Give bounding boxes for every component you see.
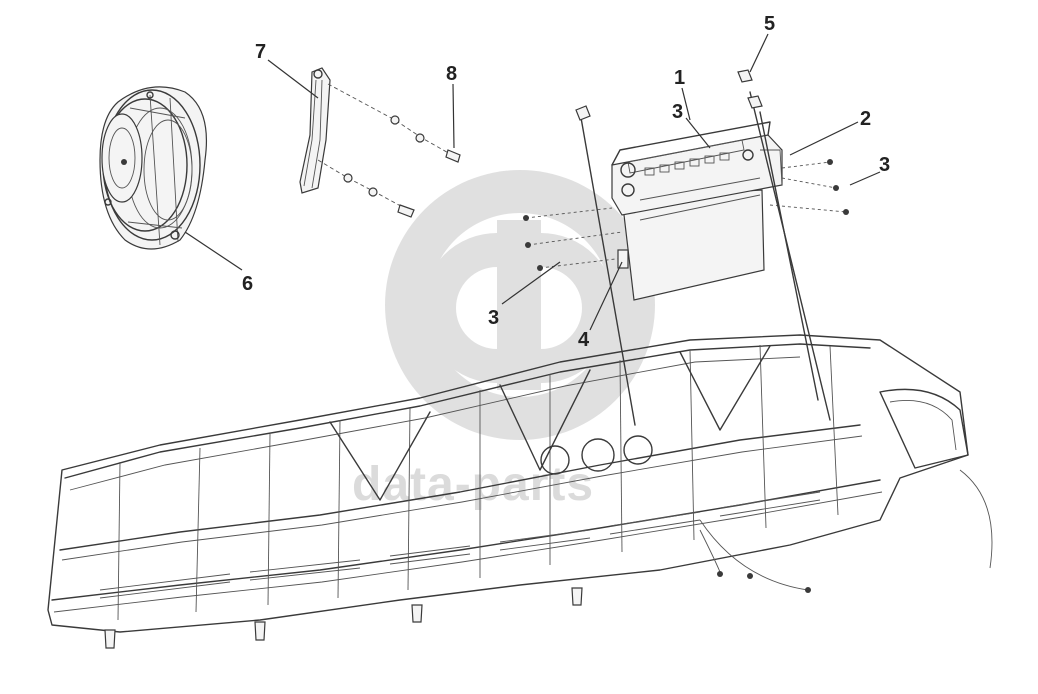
radio-unit-part (611, 121, 783, 301)
watermark-logo (385, 170, 655, 440)
callout-7: 7 (255, 41, 266, 63)
callout-4: 4 (578, 329, 590, 351)
screw-set-part (317, 83, 461, 218)
callout-3-top: 3 (672, 101, 683, 123)
callout-3-left: 3 (488, 307, 499, 329)
callout-8: 8 (446, 63, 457, 85)
bracket-part (299, 67, 331, 194)
speaker-part (99, 86, 208, 250)
callout-1: 1 (674, 67, 685, 89)
watermark-text: data-parts (352, 458, 594, 511)
callout-labels: 1 2 3 3 3 4 5 6 7 8 (242, 13, 890, 351)
callout-6: 6 (242, 273, 253, 295)
instrument-panel-part (47, 334, 993, 649)
callout-5: 5 (764, 13, 775, 35)
radio-fasteners (523, 69, 849, 426)
callout-2: 2 (860, 108, 871, 130)
callout-3-right: 3 (879, 154, 890, 176)
leader-lines (184, 33, 881, 331)
